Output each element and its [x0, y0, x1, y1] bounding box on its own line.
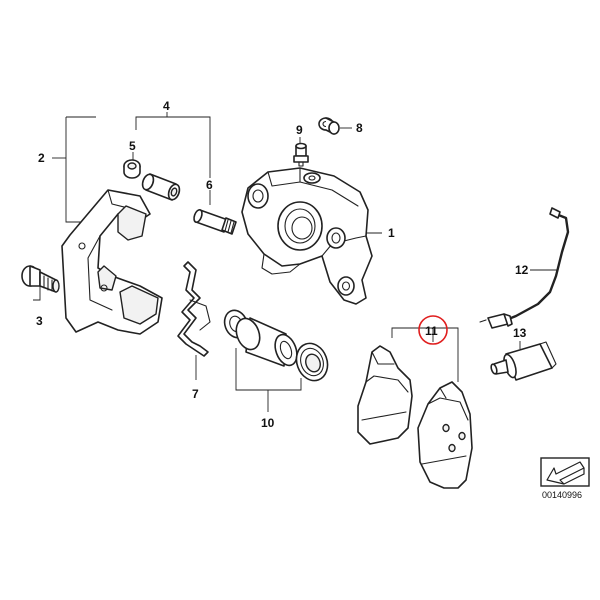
grease-tube — [490, 341, 557, 381]
drawing-code: 00140996 — [542, 490, 582, 500]
brake-pad-set — [357, 345, 473, 489]
piston-seal-kit — [223, 309, 329, 382]
callout-2: 2 — [38, 151, 45, 165]
callout-6: 6 — [206, 178, 213, 192]
guide-sleeve-bushing — [123, 159, 181, 201]
callout-10: 10 — [261, 416, 275, 430]
guide-pin — [193, 208, 237, 235]
callout-12: 12 — [515, 263, 529, 277]
callout-8: 8 — [356, 121, 363, 135]
bolt — [21, 265, 60, 293]
brake-wear-sensor — [479, 207, 570, 329]
callout-9: 9 — [296, 123, 303, 137]
highlight-ring — [418, 315, 448, 345]
callout-3: 3 — [36, 314, 43, 328]
caliper-carrier — [61, 189, 163, 335]
dust-cap — [318, 117, 340, 135]
callout-1: 1 — [388, 226, 395, 240]
callout-4: 4 — [163, 99, 170, 113]
leader-lines — [33, 112, 558, 412]
anti-rattle-spring — [177, 261, 211, 357]
callout-5: 5 — [129, 139, 136, 153]
callout-13: 13 — [513, 326, 527, 340]
bleed-screw — [293, 142, 309, 167]
arrow-box-icon — [540, 457, 590, 487]
callout-7: 7 — [192, 387, 199, 401]
caliper-housing — [241, 167, 373, 305]
callout-labels: 1 2 3 4 5 6 7 8 9 10 11 12 13 — [36, 99, 529, 430]
callout-11: 11 — [425, 324, 438, 338]
